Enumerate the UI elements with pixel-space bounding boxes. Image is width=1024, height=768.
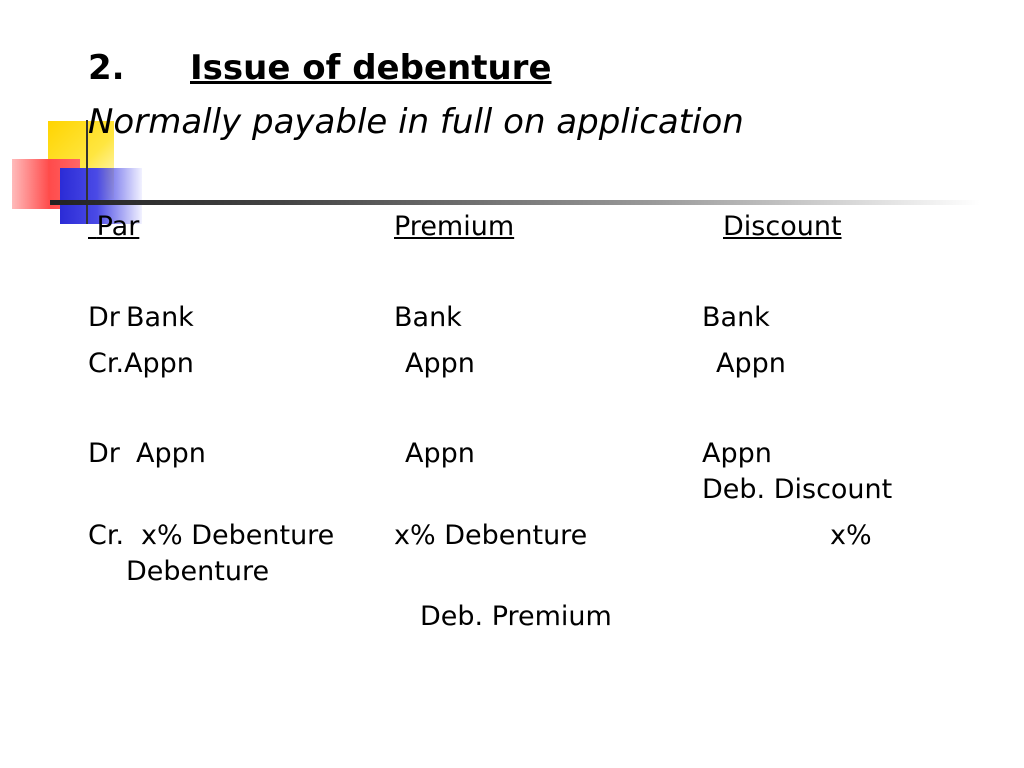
header-premium: Premium (394, 211, 515, 242)
row1-premium: Bank (394, 302, 462, 333)
slide-title: 2. Issue of debenture (88, 46, 552, 90)
row3-par: Appn (136, 438, 206, 469)
title-divider-line (50, 200, 980, 205)
row1-discount: Bank (702, 302, 770, 333)
row4-label: Cr. (88, 520, 125, 551)
title-text: Issue of debenture (190, 48, 552, 88)
row4-premium-extra: Deb. Premium (420, 601, 612, 632)
row4-premium: x% Debenture (394, 520, 588, 551)
row4-discount: x% (830, 520, 872, 551)
row1-par: Bank (126, 302, 194, 333)
header-par: Par (96, 211, 140, 242)
row2-discount: Appn (716, 348, 786, 379)
row1-label: Dr (88, 302, 120, 333)
row2-label: Cr.Appn (88, 348, 194, 379)
row3-label: Dr (88, 438, 120, 469)
slide-subtitle: Normally payable in full on application (88, 102, 744, 142)
row3-premium: Appn (405, 438, 475, 469)
decorative-vertical-line (86, 120, 88, 224)
row3-discount: Appn (702, 438, 772, 469)
header-discount: Discount (723, 211, 842, 242)
row4-par-wrap: Debenture (126, 556, 270, 587)
decorative-blue-square (60, 168, 142, 224)
title-number: 2. (88, 48, 125, 88)
row4-par: x% Debenture (141, 520, 335, 551)
row2-premium: Appn (405, 348, 475, 379)
row3-discount-extra: Deb. Discount (702, 474, 893, 505)
